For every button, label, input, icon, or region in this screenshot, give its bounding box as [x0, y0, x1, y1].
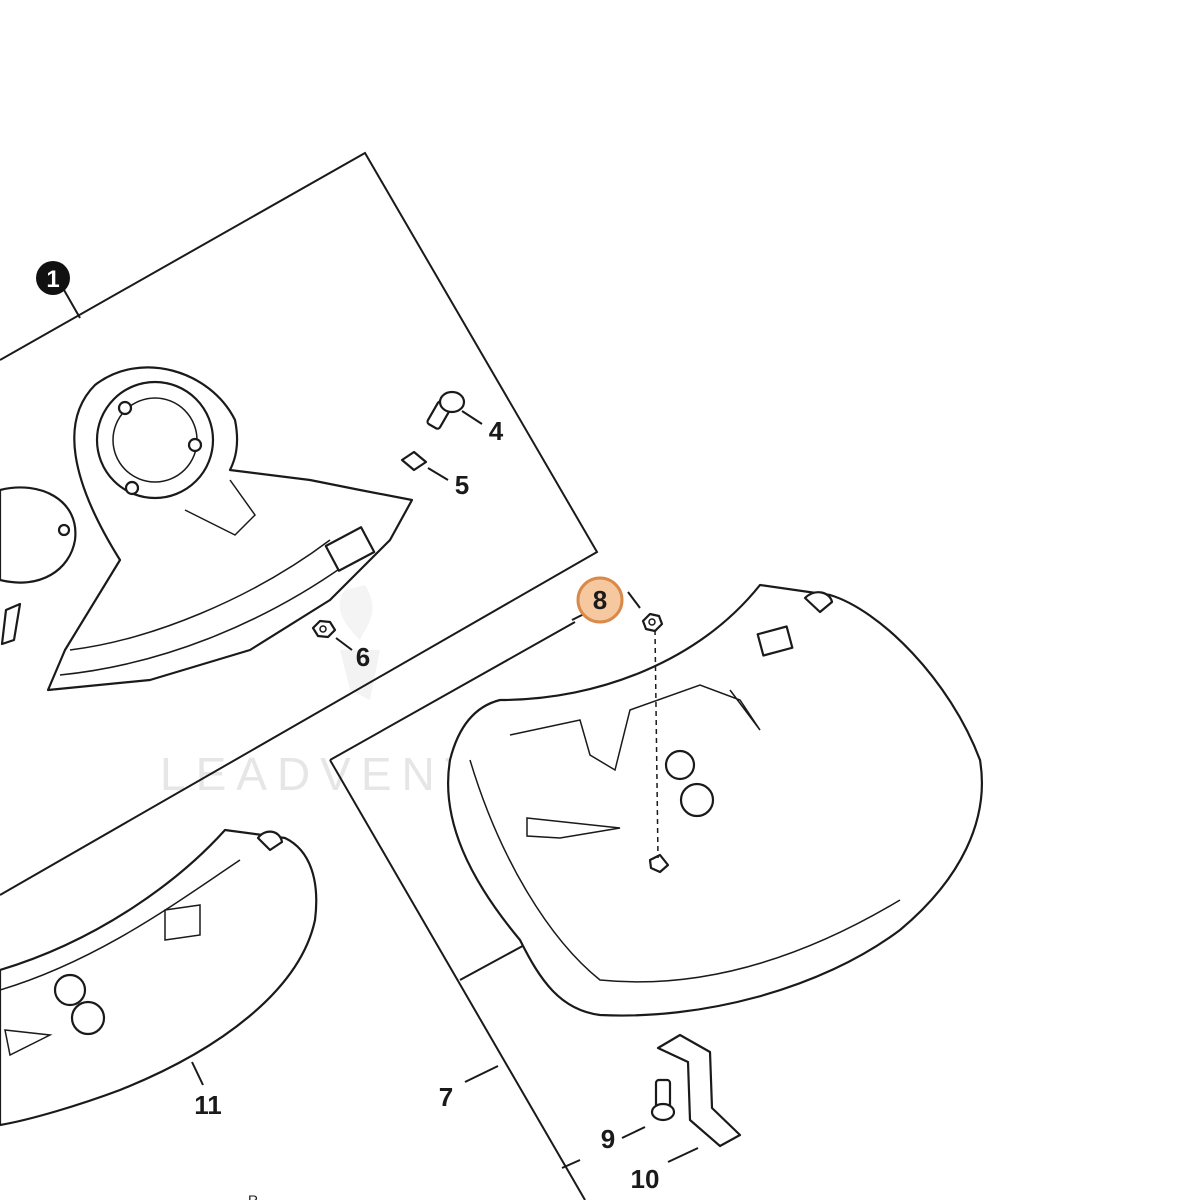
watermark-logo	[339, 585, 380, 700]
callout-11[interactable]: 11	[194, 1090, 222, 1120]
kit-box-1-outline	[0, 151, 599, 896]
callout-1[interactable]: 1	[36, 261, 70, 295]
leader-10	[561, 1147, 699, 1169]
leader-4	[461, 410, 483, 425]
leader-6	[335, 637, 353, 651]
hex-nut-8-icon	[641, 612, 664, 633]
guard-11-icon	[0, 828, 318, 1127]
screw-9-icon	[650, 1078, 676, 1122]
callout-4[interactable]: 4	[489, 416, 504, 446]
svg-text:8: 8	[593, 585, 607, 615]
guard-assembly-1	[0, 366, 414, 692]
callout-5[interactable]: 5	[455, 470, 469, 500]
leader-7	[464, 1065, 499, 1083]
leader-5	[427, 467, 449, 481]
svg-text:1: 1	[46, 266, 59, 293]
hex-nut-6-icon	[311, 619, 337, 639]
callout-8-highlighted[interactable]: 8	[576, 576, 624, 624]
callout-9[interactable]: 9	[601, 1124, 615, 1154]
bracket-10-icon	[656, 1033, 742, 1148]
leader-11	[191, 1061, 204, 1086]
bottom-caption: R...	[248, 1192, 270, 1200]
leader-1	[63, 289, 81, 319]
leader-9	[621, 1126, 646, 1139]
screw-4-icon	[426, 390, 466, 430]
kit-box-7-outline	[329, 621, 586, 1200]
callout-6[interactable]: 6	[356, 642, 370, 672]
callout-7[interactable]: 7	[439, 1082, 453, 1112]
square-nut-5-icon	[400, 450, 428, 472]
callout-10[interactable]: 10	[631, 1164, 660, 1194]
guard-7-icon	[446, 583, 983, 1017]
